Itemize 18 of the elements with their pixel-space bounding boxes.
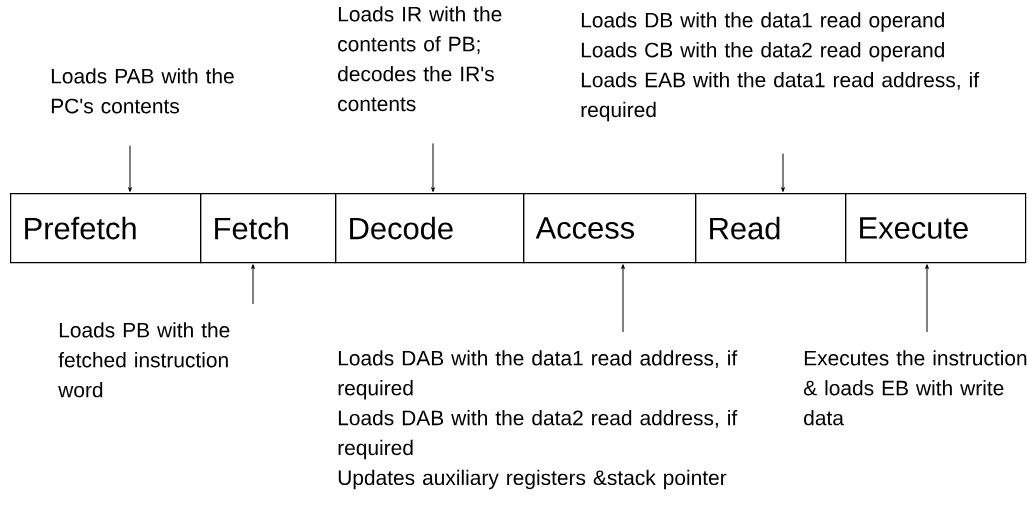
arrow — [251, 264, 255, 305]
arrow — [925, 264, 929, 333]
stage-box: Fetch — [200, 193, 337, 264]
stage-box: Execute — [845, 193, 1027, 264]
stage-box: Read — [695, 193, 847, 264]
stage-box: Decode — [335, 193, 525, 264]
arrow — [431, 142, 435, 192]
annotation-text: Loads PB with the fetched instruction word — [58, 322, 230, 398]
annotation-text: Loads PAB with the PC's contents — [51, 68, 234, 114]
arrow — [621, 264, 625, 333]
arrow — [781, 153, 785, 192]
arrow — [128, 145, 132, 192]
annotation-text: Loads DB with the data1 read operand Loads CB with the data2 read operand Loads EAB with the data1 read address, if required — [581, 12, 980, 122]
stage-box: Prefetch — [10, 193, 202, 264]
annotation-text: Loads IR with the contents of PB; decodes the IR's contents — [338, 6, 502, 112]
annotation-text: Loads DAB with the data1 read address, if required Loads DAB with the data2 read address, if required Updates auxiliary registers &stack pointer — [338, 350, 738, 490]
annotation-text: Executes the instruction & loads EB with write data — [803, 350, 1027, 426]
stage-box: Access — [523, 193, 697, 264]
